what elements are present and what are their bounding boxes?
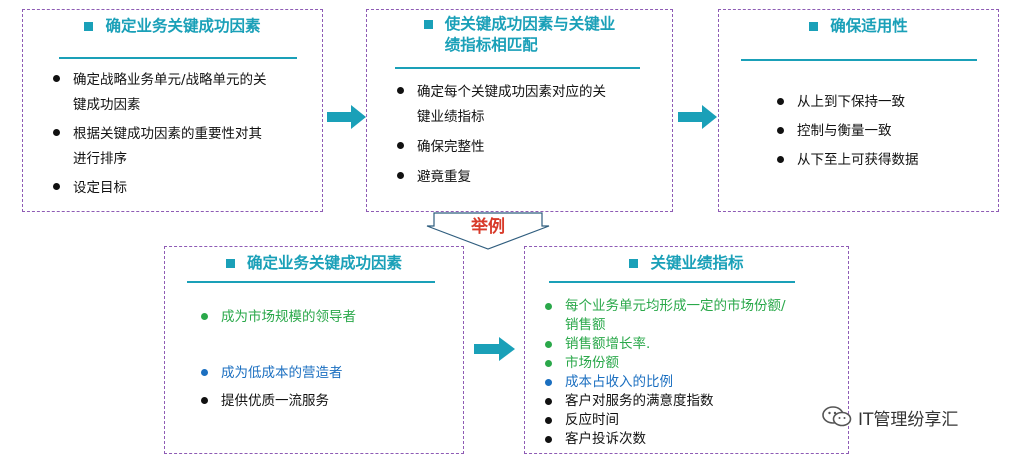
square-bullet-icon	[809, 22, 819, 31]
bullet-list: 确定每个关键成功因素对应的关 键业绩指标 确保完整性 避竟重复	[395, 80, 606, 190]
step-box-identify-csf: 确定业务关键成功因素 确定战略业务单元/战略单元的关 键成功因素 根据关键成功因…	[22, 9, 323, 212]
box-title-text: 确保适用性	[830, 17, 908, 35]
example-box-kpi: 关键业绩指标 每个业务单元均形成一定的市场份额/ 销售额 销售额增长率. 市场份…	[524, 246, 849, 454]
list-item: 确定每个关键成功因素对应的关 键业绩指标	[395, 80, 606, 130]
step-box-match-kpi: 使关键成功因素与关键业 绩指标相匹配 确定每个关键成功因素对应的关 键业绩指标 …	[366, 9, 673, 212]
bullet-list: 确定战略业务单元/战略单元的关 键成功因素 根据关键成功因素的重要性对其 进行排…	[51, 68, 267, 201]
list-item: 从上到下保持一致	[775, 88, 919, 117]
title-divider	[741, 59, 977, 61]
list-item-text: 客户投诉次数	[565, 431, 646, 447]
list-item-text: 提供优质一流服务	[221, 393, 329, 409]
list-item-text: 根据关键成功因素的重要性对其 进行排序	[73, 126, 262, 167]
bullet-dot-icon	[545, 417, 552, 424]
example-down-arrow-icon	[426, 212, 550, 250]
bullet-dot-icon	[777, 127, 784, 134]
list-item: 设定目标	[51, 176, 267, 201]
list-item-text: 销售额增长率.	[565, 336, 651, 352]
box-title-text: 确定业务关键成功因素	[105, 17, 261, 35]
bullet-dot-icon	[545, 341, 552, 348]
bullet-dot-icon	[53, 183, 60, 190]
bullet-dot-icon	[397, 172, 404, 179]
bullet-dot-icon	[53, 75, 60, 82]
bullet-list: 每个业务单元均形成一定的市场份额/ 销售额 销售额增长率. 市场份额 成本占收入…	[543, 297, 786, 449]
bullet-dot-icon	[397, 142, 404, 149]
title-divider	[187, 281, 435, 283]
bullet-list: 从上到下保持一致 控制与衡量一致 从下至上可获得数据	[775, 88, 919, 175]
box-title-text: 使关键成功因素与关键业 绩指标相匹配	[444, 15, 616, 54]
list-item: 根据关键成功因素的重要性对其 进行排序	[51, 122, 267, 172]
list-item-text: 成本占收入的比例	[565, 374, 673, 390]
list-item: 销售额增长率.	[543, 335, 786, 354]
right-arrow-icon	[327, 105, 366, 129]
list-item: 成本占收入的比例	[543, 373, 786, 392]
step-box-applicability: 确保适用性 从上到下保持一致 控制与衡量一致 从下至上可获得数据	[718, 9, 999, 212]
list-item-text: 成为市场规模的领导者	[221, 309, 356, 325]
list-item: 市场份额	[543, 354, 786, 373]
list-item-text: 设定目标	[73, 180, 127, 196]
list-item-text: 反应时间	[565, 412, 619, 428]
bullet-dot-icon	[545, 436, 552, 443]
list-item-text: 成为低成本的营造者	[221, 365, 343, 381]
list-item-text: 避竟重复	[417, 169, 471, 185]
list-item: 确保完整性	[395, 135, 606, 160]
list-item: 成为低成本的营造者	[199, 361, 356, 385]
bullet-dot-icon	[545, 398, 552, 405]
list-item: 从下至上可获得数据	[775, 146, 919, 175]
list-item-text: 从上到下保持一致	[797, 94, 905, 110]
list-item: 客户投诉次数	[543, 430, 786, 449]
square-bullet-icon	[629, 259, 639, 268]
watermark-text: IT管理纷享汇	[858, 409, 959, 430]
list-item-text: 客户对服务的满意度指数	[565, 393, 714, 409]
box-title: 确定业务关键成功因素	[23, 16, 322, 37]
list-item-text: 市场份额	[565, 355, 619, 371]
wechat-watermark: IT管理纷享汇	[822, 402, 1002, 432]
box-title: 确定业务关键成功因素	[165, 253, 463, 274]
list-item-text: 确定战略业务单元/战略单元的关 键成功因素	[73, 72, 267, 113]
bullet-dot-icon	[545, 303, 552, 310]
square-bullet-icon	[225, 259, 235, 268]
bullet-dot-icon	[777, 98, 784, 105]
title-divider	[59, 57, 297, 59]
bullet-dot-icon	[397, 87, 404, 94]
list-item: 每个业务单元均形成一定的市场份额/ 销售额	[543, 297, 786, 335]
bullet-dot-icon	[545, 379, 552, 386]
title-divider	[549, 281, 795, 283]
list-item-text: 确定每个关键成功因素对应的关 键业绩指标	[417, 84, 606, 125]
bullet-dot-icon	[201, 313, 208, 320]
right-arrow-icon	[474, 337, 515, 361]
bullet-dot-icon	[201, 369, 208, 376]
list-item-text: 每个业务单元均形成一定的市场份额/ 销售额	[565, 298, 786, 333]
title-divider	[395, 67, 640, 69]
list-item: 客户对服务的满意度指数	[543, 392, 786, 411]
bullet-list: 成为市场规模的领导者 成为低成本的营造者 提供优质一流服务	[199, 305, 356, 413]
box-title: 确保适用性	[719, 16, 998, 37]
box-title: 使关键成功因素与关键业 绩指标相匹配	[367, 14, 672, 56]
example-label: 举例	[471, 217, 505, 237]
right-arrow-icon	[678, 105, 717, 129]
list-item: 控制与衡量一致	[775, 117, 919, 146]
square-bullet-icon	[423, 20, 433, 29]
box-title: 关键业绩指标	[525, 253, 848, 274]
list-item: 避竟重复	[395, 165, 606, 190]
list-item: 反应时间	[543, 411, 786, 430]
bullet-dot-icon	[545, 360, 552, 367]
box-title-text: 关键业绩指标	[650, 254, 744, 272]
bullet-dot-icon	[777, 156, 784, 163]
list-item: 提供优质一流服务	[199, 389, 356, 413]
bullet-dot-icon	[201, 397, 208, 404]
list-item: 成为市场规模的领导者	[199, 305, 356, 329]
list-item-text: 从下至上可获得数据	[797, 152, 919, 168]
bullet-dot-icon	[53, 129, 60, 136]
example-box-csf: 确定业务关键成功因素 成为市场规模的领导者 成为低成本的营造者 提供优质一流服务	[164, 246, 464, 454]
box-title-text: 确定业务关键成功因素	[246, 254, 402, 272]
wechat-icon	[822, 406, 852, 427]
list-item: 确定战略业务单元/战略单元的关 键成功因素	[51, 68, 267, 118]
list-item-text: 确保完整性	[417, 139, 485, 155]
list-item-text: 控制与衡量一致	[797, 123, 892, 139]
square-bullet-icon	[84, 22, 94, 31]
